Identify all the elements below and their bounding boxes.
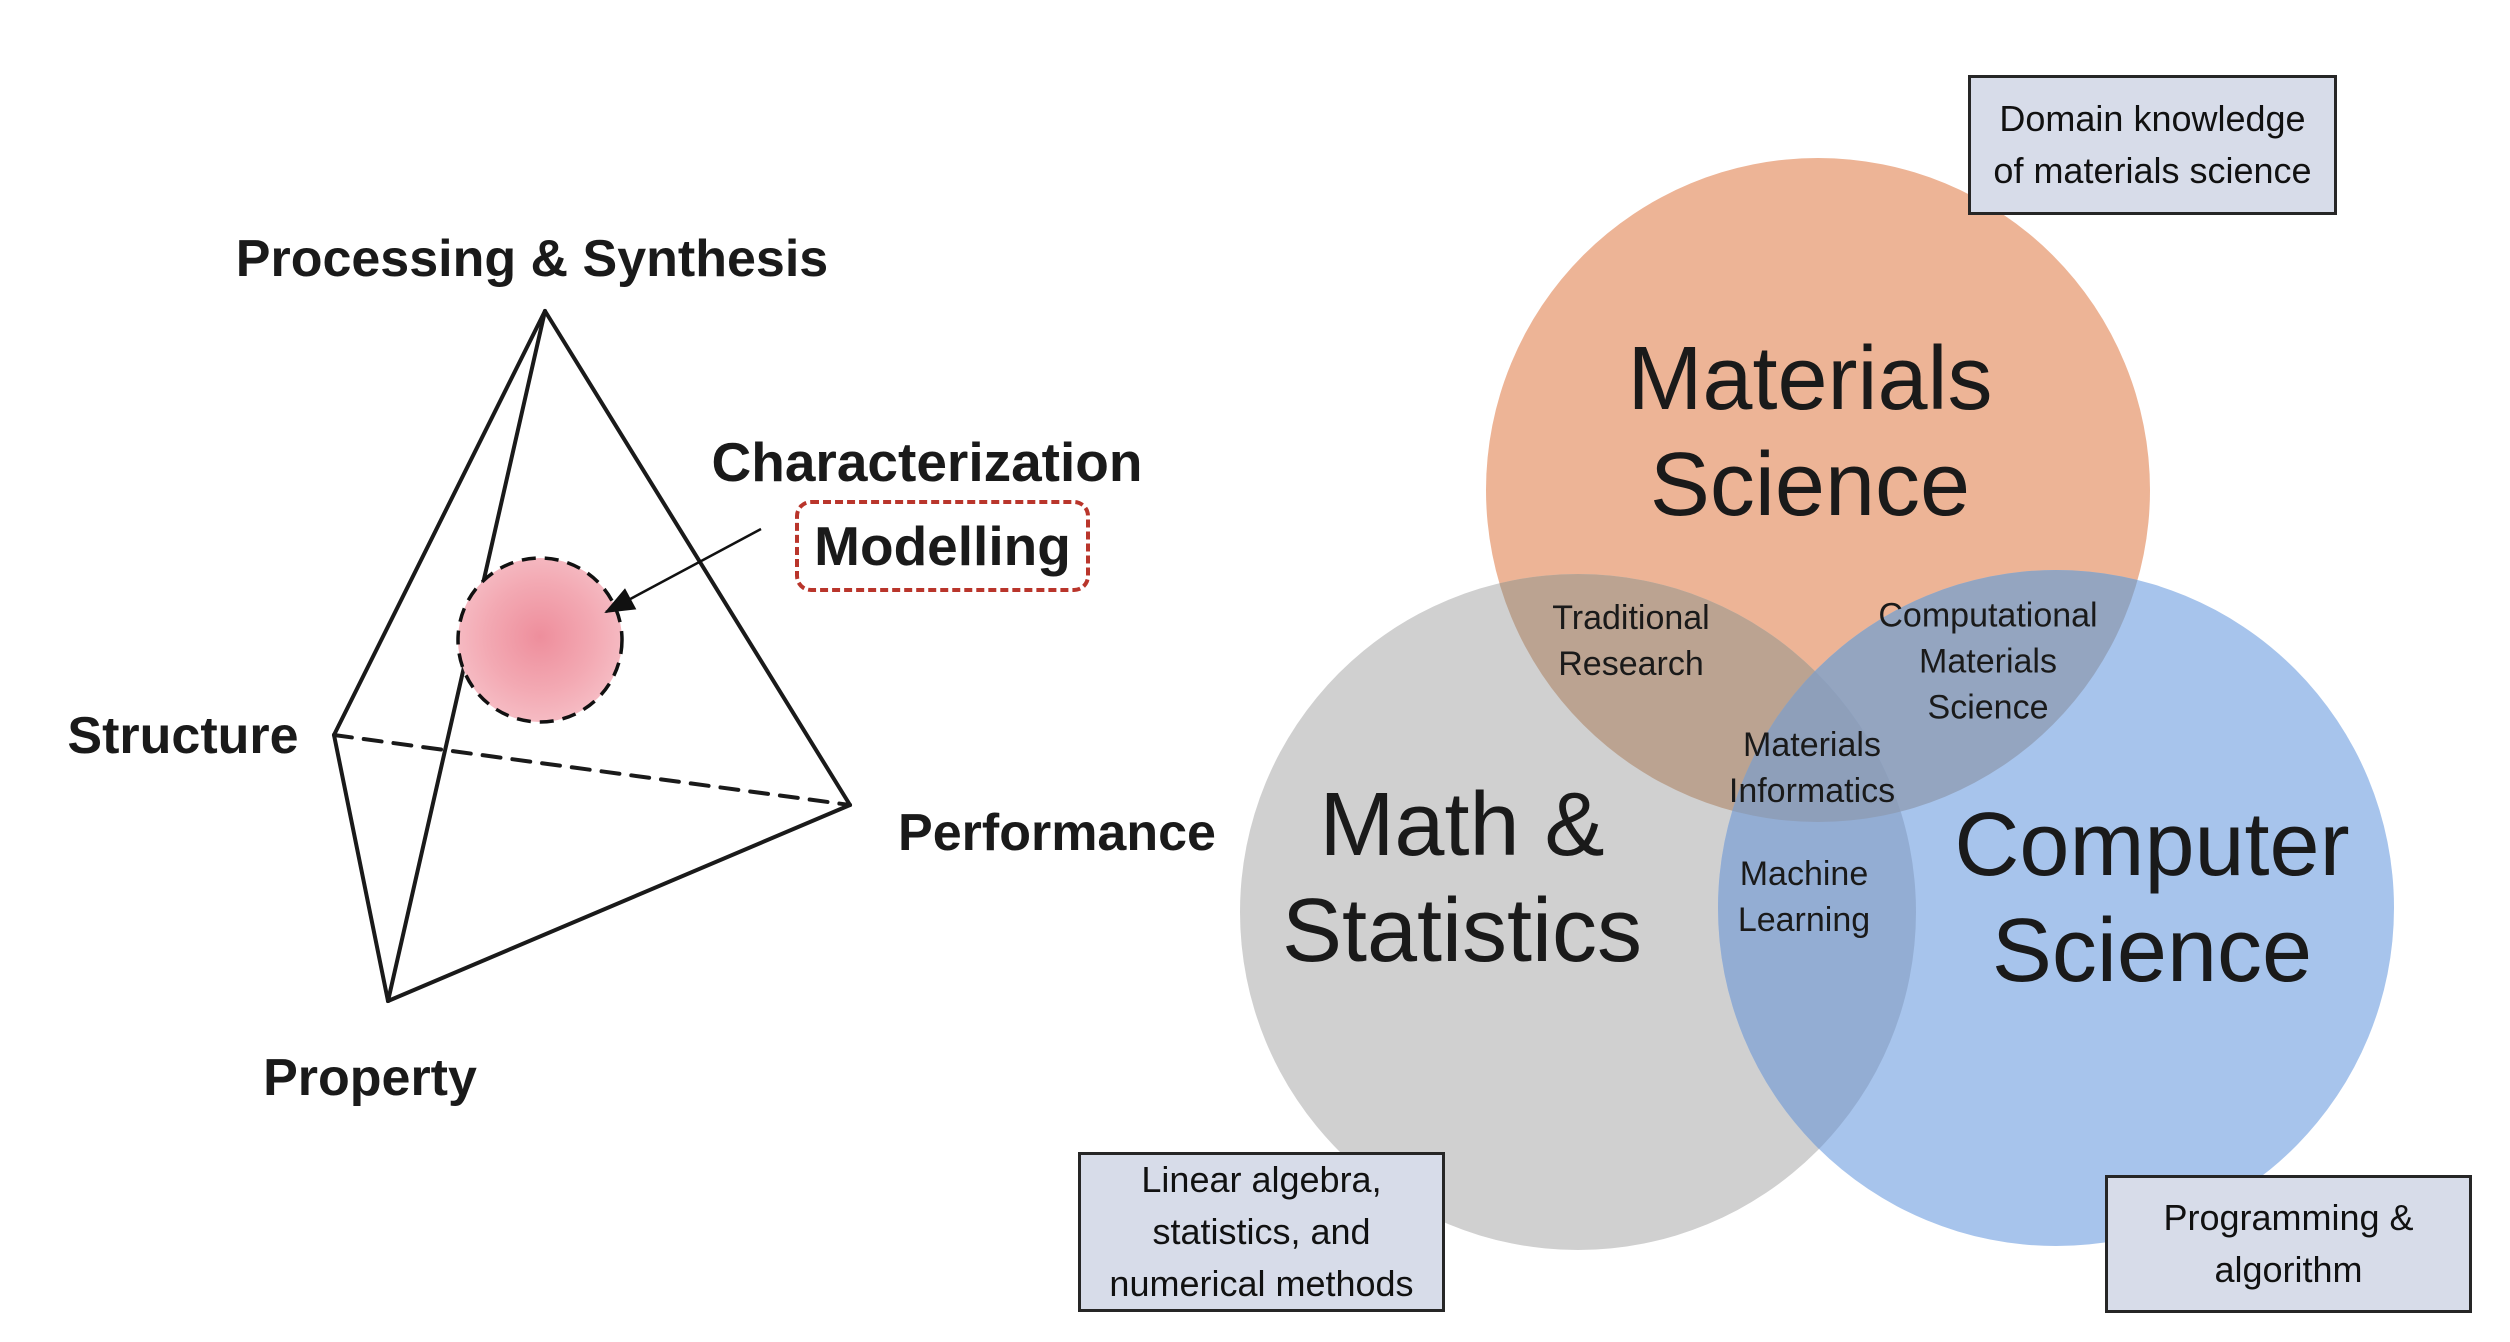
- overlap-materials-math: [1486, 574, 1916, 822]
- venn-diagram: [1240, 158, 2394, 1250]
- edge-left-bottom: [332, 733, 390, 1003]
- edge-top-left: [332, 309, 547, 737]
- callout-linear-algebra: Linear algebra, statistics, and numerica…: [1078, 1152, 1445, 1312]
- modelling-dashed-box: Modelling: [795, 500, 1090, 592]
- label-materials-science: Materials Science: [1627, 328, 1993, 535]
- edge-left-right-hidden: [332, 733, 852, 807]
- label-performance: Performance: [898, 804, 1216, 862]
- label-processing-synthesis: Processing & Synthesis: [235, 230, 829, 288]
- label-property: Property: [263, 1049, 477, 1107]
- label-machine-learning: Machine Learning: [1737, 854, 1871, 939]
- modelling-bubble: [456, 556, 624, 724]
- edge-top-right: [543, 309, 852, 807]
- label-computational-materials-science: Computational Materials Science: [1878, 596, 2098, 728]
- label-modelling: Modelling: [814, 515, 1071, 577]
- label-characterization: Characterization: [711, 431, 1143, 493]
- edge-bottom-right: [386, 803, 852, 1003]
- label-math-statistics: Math & Statistics: [1281, 774, 1643, 981]
- callout-domain-knowledge: Domain knowledge of materials science: [1968, 75, 2337, 215]
- tetrahedron-edges: [332, 309, 852, 1003]
- overlap-materials-computer: [1718, 570, 2150, 822]
- label-traditional-research: Traditional Research: [1552, 598, 1710, 683]
- callout-programming-algorithm: Programming & algorithm: [2105, 1175, 2472, 1313]
- label-structure: Structure: [67, 707, 299, 765]
- annotation-arrow: [604, 527, 762, 614]
- label-materials-informatics: Materials Informatics: [1728, 725, 1896, 810]
- label-computer-science: Computer Science: [1954, 794, 2350, 1001]
